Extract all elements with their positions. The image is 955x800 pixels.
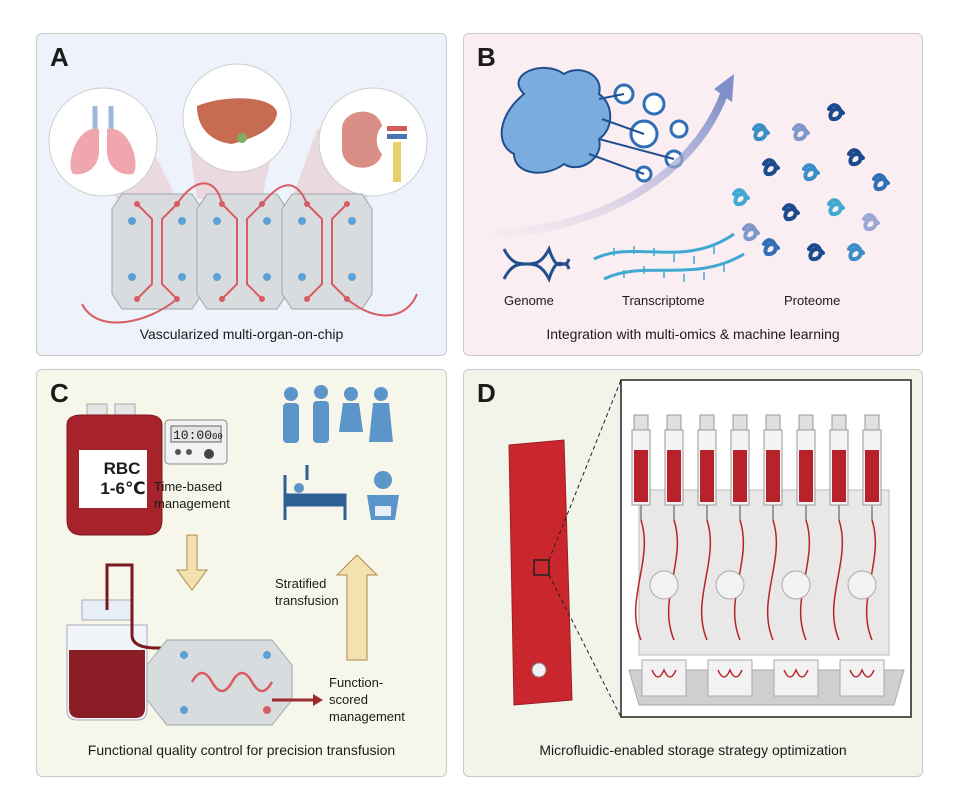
transfusion-illustration	[66, 385, 399, 726]
timer-icon	[164, 419, 228, 465]
multi-omics-illustration	[493, 66, 890, 283]
patient-group-icon	[283, 385, 393, 443]
syringe	[697, 414, 717, 641]
syringe	[796, 414, 816, 641]
panel-c-letter: C	[50, 378, 69, 408]
hospital-bed-icon	[283, 465, 347, 520]
chamber	[839, 570, 885, 697]
dna-icon	[502, 245, 571, 283]
func-label-line-3: management	[329, 709, 405, 724]
func-label-line-2: scored	[329, 692, 369, 707]
blood-bag-icon	[66, 403, 163, 536]
blood-bottle-icon	[66, 599, 148, 721]
baby-icon	[367, 471, 399, 520]
syringe	[664, 414, 684, 641]
panel-a-caption: Vascularized multi-organ-on-chip	[139, 326, 344, 342]
down-arrow	[176, 534, 208, 591]
panel-b: B	[463, 33, 923, 356]
chip-3	[281, 193, 373, 310]
syringe	[763, 414, 783, 641]
panel-d-letter: D	[477, 378, 496, 408]
genome-label: Genome	[504, 293, 554, 308]
lung-icon	[48, 87, 158, 197]
panel-a: A	[36, 33, 447, 356]
panel-b-letter: B	[477, 42, 496, 72]
timer-display: 10:00	[173, 428, 213, 443]
syringe-array	[631, 414, 885, 697]
proteome-label: Proteome	[784, 293, 841, 308]
time-label-line-1: Time-based	[154, 479, 223, 494]
storage-bag-icon	[508, 439, 573, 706]
panel-a-letter: A	[50, 42, 69, 72]
syringe	[631, 414, 651, 641]
chamber	[641, 570, 687, 697]
syringe	[730, 414, 750, 641]
rna-icon	[593, 232, 745, 281]
panel-b-caption: Integration with multi-omics & machine l…	[546, 326, 840, 342]
bag-label-rbc: RBC	[103, 459, 141, 478]
syringe	[862, 414, 882, 641]
strat-label-line-2: transfusion	[275, 593, 339, 608]
panel-c: C	[36, 369, 447, 777]
syringe	[829, 414, 849, 641]
func-label-line-1: Function-	[329, 675, 384, 690]
chamber	[707, 570, 753, 697]
time-label-line-2: management	[154, 496, 230, 511]
chip-1	[111, 193, 203, 310]
bag-label-temp: 1-6℃	[100, 479, 146, 498]
panel-d: D Microfluidic-enabled storage strategy …	[463, 369, 923, 777]
timer-display-seconds: 00	[212, 432, 223, 442]
strat-label-line-1: Stratified	[275, 576, 327, 591]
organ-on-chip-illustration	[48, 63, 428, 324]
up-arrow	[335, 554, 379, 661]
panel-c-caption: Functional quality control for precision…	[87, 742, 396, 758]
transcriptome-label: Transcriptome	[622, 293, 705, 308]
chamber	[773, 570, 819, 697]
chip-2	[196, 193, 288, 310]
protein-icons	[732, 103, 890, 262]
microfluidic-chip-icon	[146, 639, 293, 726]
trend-arrow	[493, 92, 728, 238]
panel-d-caption: Microfluidic-enabled storage strategy op…	[539, 742, 847, 758]
brain-icon	[500, 66, 612, 174]
